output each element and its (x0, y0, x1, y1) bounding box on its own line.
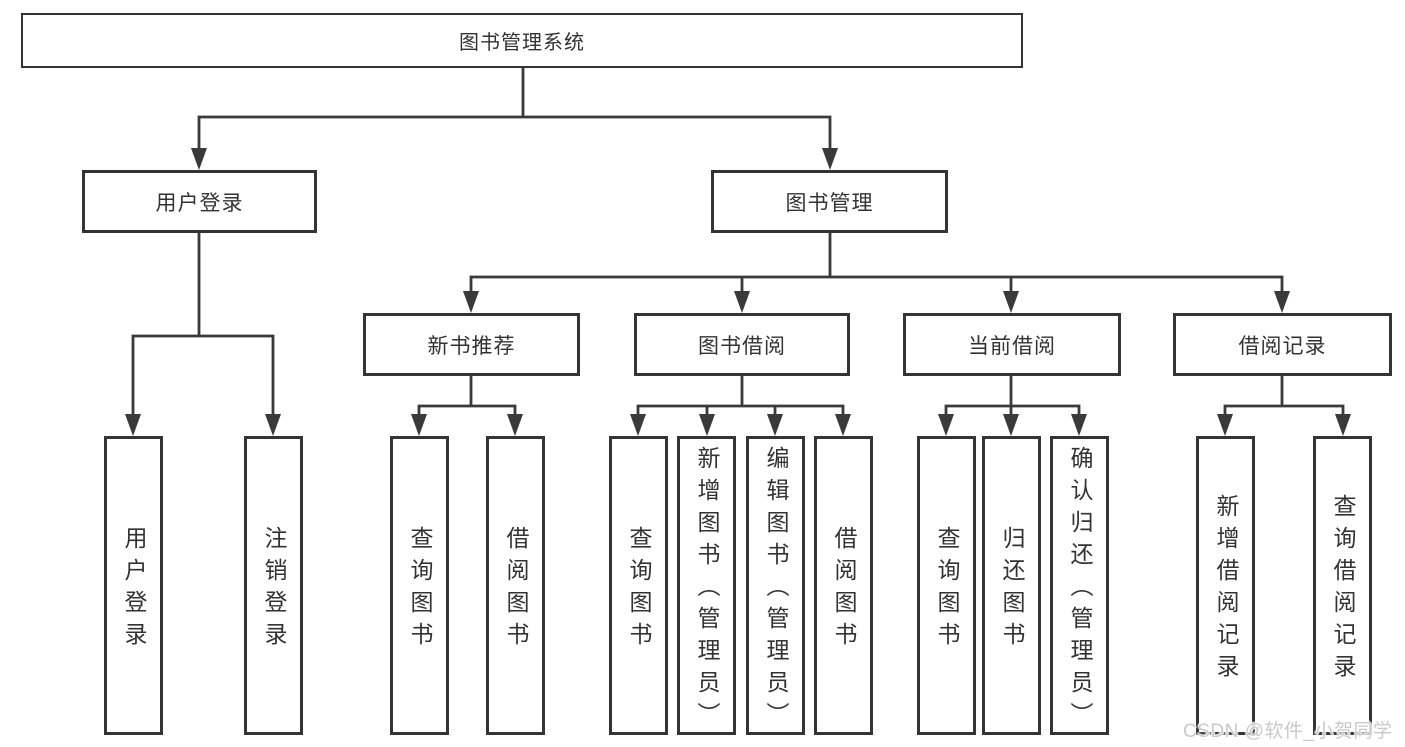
leaf-return-books: 归还图书 (982, 436, 1041, 735)
node-borrowing-records: 借阅记录 (1173, 313, 1392, 376)
leaf-label: 查询图书 (934, 526, 960, 654)
leaf-label: 查询图书 (626, 526, 652, 654)
node-library-management-system: 图书管理系统 (21, 13, 1023, 68)
leaf-borrow-books-borrowing: 借阅图书 (814, 436, 873, 735)
node-label: 图书管理系统 (459, 32, 585, 54)
leaf-label: 借阅图书 (503, 526, 529, 654)
node-user-login: 用户登录 (82, 170, 317, 233)
node-current-borrowing: 当前借阅 (903, 313, 1121, 376)
leaf-label: 新增借阅记录 (1213, 494, 1239, 686)
leaf-edit-book-admin: 编辑图书（管理员） (746, 436, 805, 735)
node-label: 当前借阅 (968, 334, 1056, 358)
node-label: 图书管理 (785, 191, 874, 215)
leaf-label: 归还图书 (999, 526, 1025, 654)
node-label: 新书推荐 (427, 334, 516, 358)
leaf-add-borrow-record: 新增借阅记录 (1196, 436, 1255, 735)
leaf-label: 借阅图书 (831, 526, 857, 654)
leaf-borrow-books-recommend: 借阅图书 (486, 436, 545, 735)
leaf-label: 编辑图书（管理员） (763, 446, 789, 734)
node-label: 用户登录 (155, 191, 244, 215)
node-book-management: 图书管理 (711, 170, 948, 233)
leaf-label: 查询借阅记录 (1330, 494, 1356, 686)
node-label: 图书借阅 (698, 334, 786, 358)
leaf-query-books-recommend: 查询图书 (390, 436, 449, 735)
leaf-query-books-borrowing: 查询图书 (609, 436, 668, 735)
leaf-label: 查询图书 (407, 526, 433, 654)
leaf-label: 新增图书（管理员） (694, 446, 720, 734)
leaf-confirm-return-admin: 确认归还（管理员） (1050, 436, 1109, 735)
node-new-book-recommendation: 新书推荐 (363, 313, 580, 376)
leaf-label: 用户登录 (121, 526, 147, 654)
leaf-add-book-admin: 新增图书（管理员） (677, 436, 736, 735)
leaf-logout: 注销登录 (244, 436, 303, 735)
node-label: 借阅记录 (1238, 334, 1327, 358)
watermark: CSDN @软件_小贺同学 (1183, 721, 1393, 742)
leaf-query-books-current: 查询图书 (917, 436, 976, 735)
leaf-query-borrow-record: 查询借阅记录 (1313, 436, 1372, 735)
leaf-label: 确认归还（管理员） (1067, 446, 1093, 734)
leaf-label: 注销登录 (261, 526, 287, 654)
leaf-user-login: 用户登录 (104, 436, 163, 735)
node-book-borrowing: 图书借阅 (634, 313, 850, 376)
